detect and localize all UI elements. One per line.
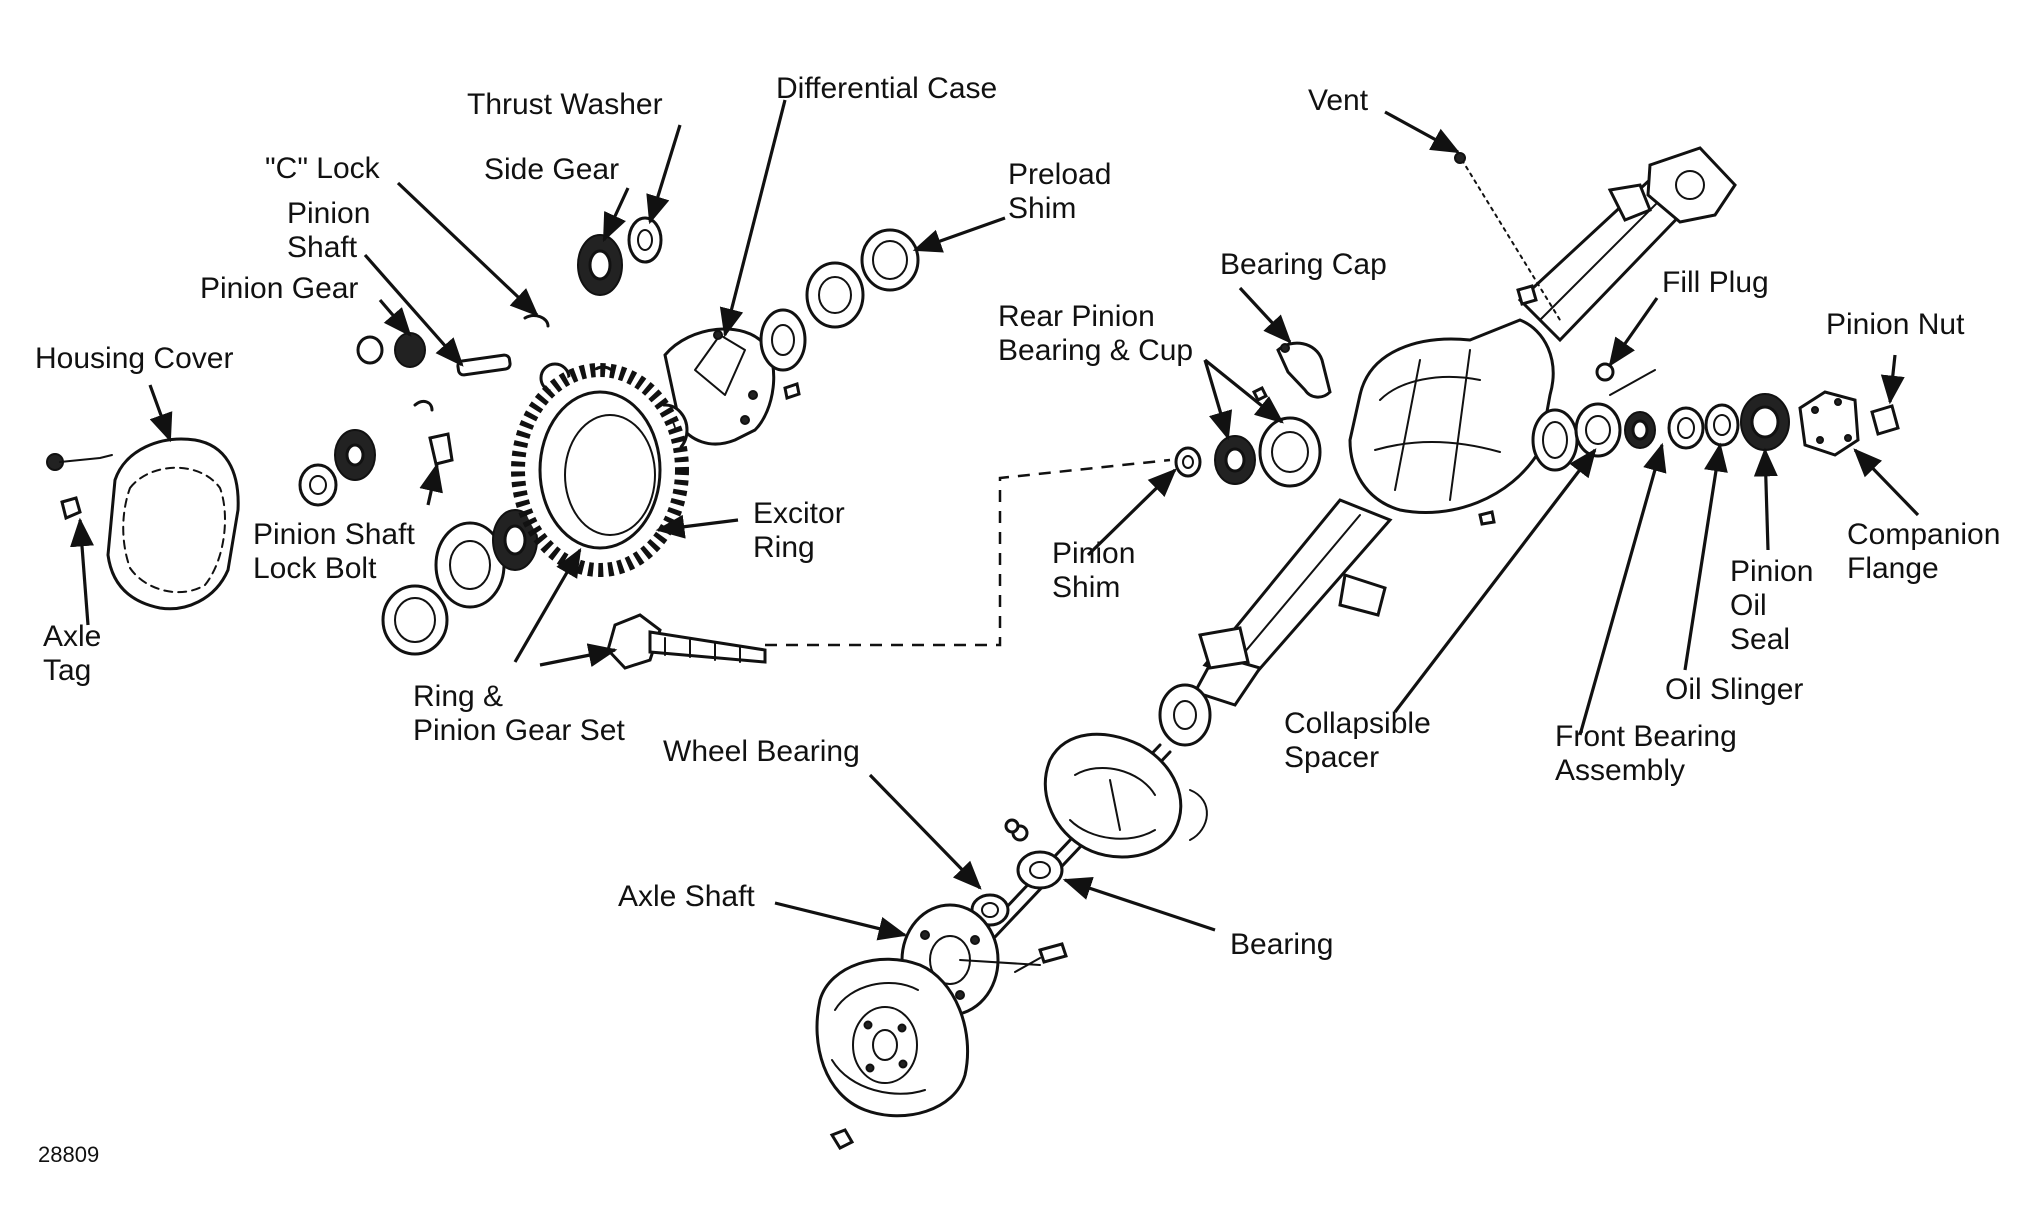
label-front-bearing-assembly: Front Bearing Assembly	[1555, 720, 1737, 787]
axle-shaft-bearings	[970, 824, 1064, 927]
label-wheel-bearing: Wheel Bearing	[663, 735, 860, 768]
label-axle-tag: Axle Tag	[43, 620, 102, 687]
label-side-gear: Side Gear	[484, 153, 620, 186]
label-housing-cover: Housing Cover	[35, 342, 234, 375]
axle-flange-and-drum	[815, 818, 1068, 1150]
label-thrust-washer: Thrust Washer	[467, 88, 663, 121]
drive-pinion	[606, 458, 1171, 670]
diff-bearings-shims	[577, 216, 920, 400]
label-oil-slinger: Oil Slinger	[1665, 673, 1804, 706]
label-companion-flange: Companion Flange	[1847, 518, 2001, 585]
label-pinion-oil-seal: Pinion Oil Seal	[1730, 555, 1814, 656]
label-pinion-shim: Pinion Shim	[1052, 537, 1136, 604]
axle-housing	[983, 146, 1737, 939]
label-differential-case: Differential Case	[776, 72, 998, 105]
label-preload-shim: Preload Shim	[1008, 158, 1112, 225]
label-ring-pinion-gear-set: Ring & Pinion Gear Set	[413, 680, 625, 747]
housing-cover-part	[46, 437, 240, 611]
label-pinion-shaft-lock-bolt: Pinion Shaft Lock Bolt	[253, 518, 415, 585]
label-pinion-nut: Pinion Nut	[1826, 308, 1965, 341]
bearing-cap-and-pinion-parts	[1174, 341, 1332, 488]
leader-arrows	[70, 99, 1920, 941]
label-bearing-cap: Bearing Cap	[1220, 248, 1387, 281]
label-collapsible-spacer: Collapsible Spacer	[1284, 707, 1431, 774]
label-pinion-shaft: Pinion Shaft	[287, 197, 371, 264]
label-axle-shaft: Axle Shaft	[618, 880, 755, 913]
label-rear-pinion-bearing-cup: Rear Pinion Bearing & Cup	[998, 300, 1194, 367]
brake-backing-plate	[1043, 732, 1208, 859]
label-c-lock: "C" Lock	[265, 152, 380, 185]
figure-number: 28809	[38, 1142, 100, 1167]
front-pinion-stack	[1574, 362, 1900, 458]
label-vent: Vent	[1308, 84, 1369, 117]
label-excitor-ring: Excitor Ring	[753, 497, 845, 564]
label-bearing: Bearing	[1230, 928, 1334, 961]
label-fill-plug: Fill Plug	[1662, 266, 1769, 299]
label-pinion-gear: Pinion Gear	[200, 272, 359, 305]
ring-gear	[511, 363, 689, 577]
